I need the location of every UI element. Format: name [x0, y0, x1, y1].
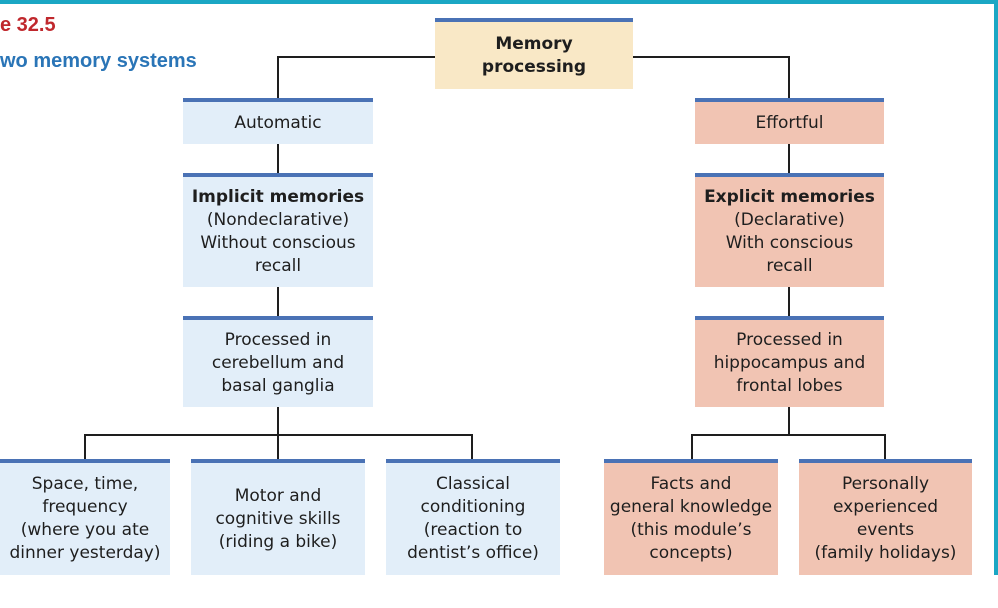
connector-proc-right-stem	[788, 407, 790, 435]
figure-title: e 32.5	[0, 14, 56, 36]
connector-right-bar	[691, 434, 886, 436]
connector-implicit-proc	[277, 287, 279, 316]
connector-right-drop	[788, 56, 790, 98]
classical-conditioning-box: Classical conditioning (reaction to dent…	[386, 459, 560, 575]
frame-right-border	[994, 0, 998, 575]
connector-root-left	[279, 56, 436, 58]
connector-effortful-explicit	[788, 144, 790, 173]
explicit-memories-title: Explicit memories	[704, 187, 875, 207]
implicit-memories-title: Implicit memories	[191, 187, 365, 207]
memory-processing-label: Memory processing	[481, 33, 587, 77]
explicit-memories-body: (Declarative) With conscious recall	[725, 210, 854, 276]
classical-conditioning-label: Classical conditioning (reaction to dent…	[407, 474, 539, 563]
connector-automatic-implicit	[277, 144, 279, 173]
explicit-processing-box: Processed in hippocampus and frontal lob…	[695, 316, 884, 407]
memory-processing-box: Memory processing	[435, 18, 633, 89]
automatic-box: Automatic	[183, 98, 373, 144]
space-time-box: Space, time, frequency (where you ate di…	[0, 459, 170, 575]
frame-top-border	[0, 0, 998, 4]
motor-skills-label: Motor and cognitive skills (riding a bik…	[215, 485, 341, 552]
space-time-label: Space, time, frequency (where you ate di…	[9, 474, 161, 563]
connector-left-drop	[277, 56, 279, 98]
explicit-processing-label: Processed in hippocampus and frontal lob…	[713, 330, 866, 396]
connector-classical-drop	[471, 434, 473, 459]
implicit-processing-box: Processed in cerebellum and basal gangli…	[183, 316, 373, 407]
connector-space-drop	[84, 434, 86, 459]
personal-events-label: Personally experienced events (family ho…	[814, 474, 957, 563]
connector-explicit-proc	[788, 287, 790, 316]
explicit-memories-box: Explicit memories (Declarative) With con…	[695, 173, 884, 287]
connector-proc-left-stem	[277, 407, 279, 435]
effortful-box: Effortful	[695, 98, 884, 144]
connector-motor-drop	[277, 434, 279, 459]
effortful-label: Effortful	[755, 112, 824, 133]
connector-personal-drop	[884, 434, 886, 459]
facts-knowledge-label: Facts and general knowledge (this module…	[609, 474, 773, 563]
motor-skills-box: Motor and cognitive skills (riding a bik…	[191, 459, 365, 575]
figure-subtitle: wo memory systems	[0, 50, 197, 72]
implicit-processing-label: Processed in cerebellum and basal gangli…	[211, 330, 345, 396]
connector-root-right	[632, 56, 790, 58]
connector-facts-drop	[691, 434, 693, 459]
facts-knowledge-box: Facts and general knowledge (this module…	[604, 459, 778, 575]
personal-events-box: Personally experienced events (family ho…	[799, 459, 972, 575]
implicit-memories-box: Implicit memories (Nondeclarative) Witho…	[183, 173, 373, 287]
implicit-memories-body: (Nondeclarative) Without conscious recal…	[200, 210, 356, 276]
automatic-label: Automatic	[234, 112, 322, 133]
